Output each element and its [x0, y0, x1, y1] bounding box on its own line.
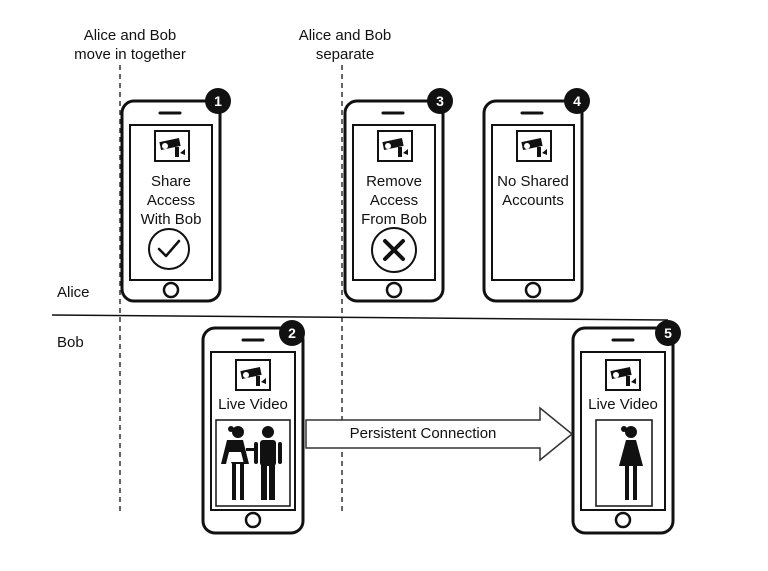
phone-5: 5 [571, 320, 681, 535]
svg-text:5: 5 [664, 325, 672, 341]
couple-icon [221, 426, 282, 500]
event-move-in-label: Alice and Bob move in together [74, 27, 186, 63]
camera-icon [516, 130, 552, 162]
step-badge-2: 2 [279, 320, 305, 346]
check-icon [148, 228, 190, 270]
step-badge-1: 1 [205, 88, 231, 114]
phone-2-text: Live Video [218, 396, 288, 413]
phone-5-text: Live Video [588, 396, 658, 413]
lane-label-bob: Bob [57, 334, 84, 351]
lane-label-alice: Alice [57, 284, 90, 301]
svg-text:2: 2 [288, 325, 296, 341]
phone-3: 3 [343, 88, 453, 303]
step-badge-3: 3 [427, 88, 453, 114]
persistent-connection-arrow [305, 406, 574, 462]
x-icon [371, 227, 417, 273]
phone-4-text: No Shared Accounts [497, 173, 569, 209]
step-badge-5: 5 [655, 320, 681, 346]
lane-divider [51, 314, 669, 321]
camera-icon [377, 130, 413, 162]
event-separate-label: Alice and Bob separate [298, 27, 392, 63]
camera-icon [154, 130, 190, 162]
phone-2: 2 [201, 320, 305, 535]
step-badge-4: 4 [564, 88, 590, 114]
persistent-connection-label: Persistent Connection [349, 425, 497, 442]
phone-1: 1 [120, 88, 231, 303]
svg-text:4: 4 [573, 93, 581, 109]
phone-4: 4 [482, 88, 590, 303]
phone-3-text: Remove Access From Bob [361, 173, 427, 228]
woman-icon [619, 426, 643, 500]
phone-1-text: Share Access With Bob [140, 173, 202, 228]
camera-icon [605, 359, 641, 391]
camera-icon [235, 359, 271, 391]
svg-text:3: 3 [436, 93, 444, 109]
svg-text:1: 1 [214, 93, 222, 109]
